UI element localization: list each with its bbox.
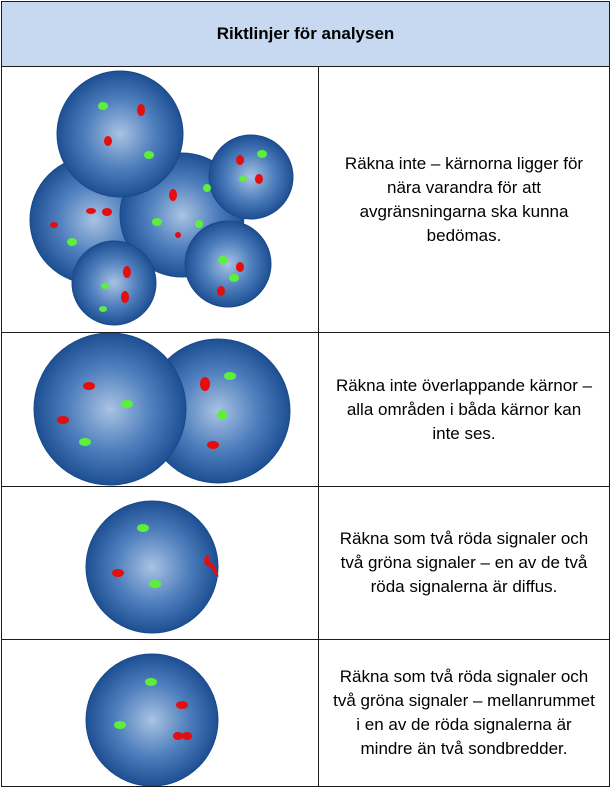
nucleus xyxy=(56,70,184,198)
nucleus xyxy=(184,220,272,308)
guideline-text: Räkna inte överlappande kärnor – alla om… xyxy=(335,375,593,443)
table-header: Riktlinjer för analysen xyxy=(2,2,609,67)
nucleus xyxy=(85,500,219,634)
guideline-text: Räkna som två röda signaler och två grön… xyxy=(333,667,595,758)
table-row-split: Räkna som två röda signaler och två grön… xyxy=(2,640,609,786)
split-red-signal-illustration xyxy=(2,640,319,786)
nucleus xyxy=(71,240,157,326)
guideline-text: Räkna inte – kärnorna ligger för nära va… xyxy=(344,153,584,245)
diffuse-red-signal xyxy=(204,554,219,577)
nucleus xyxy=(85,653,219,786)
table-row-clustered: Räkna inte – kärnorna ligger för nära va… xyxy=(2,67,609,333)
signals xyxy=(114,678,192,740)
signals xyxy=(50,102,267,312)
overlapping-nuclei-illustration xyxy=(2,333,319,486)
table-title: Riktlinjer för analysen xyxy=(216,24,395,43)
table-row-overlapping: Räkna inte överlappande kärnor – alla om… xyxy=(2,333,609,487)
signals xyxy=(57,372,236,449)
nucleus xyxy=(208,134,294,220)
signals xyxy=(112,524,219,588)
clustered-nuclei-illustration xyxy=(2,67,319,332)
guideline-text: Räkna som två röda signaler och två grön… xyxy=(339,529,589,596)
nucleus xyxy=(33,333,187,486)
table-row-diffuse: Räkna som två röda signaler och två grön… xyxy=(2,487,609,640)
diffuse-red-signal-illustration xyxy=(2,487,319,639)
